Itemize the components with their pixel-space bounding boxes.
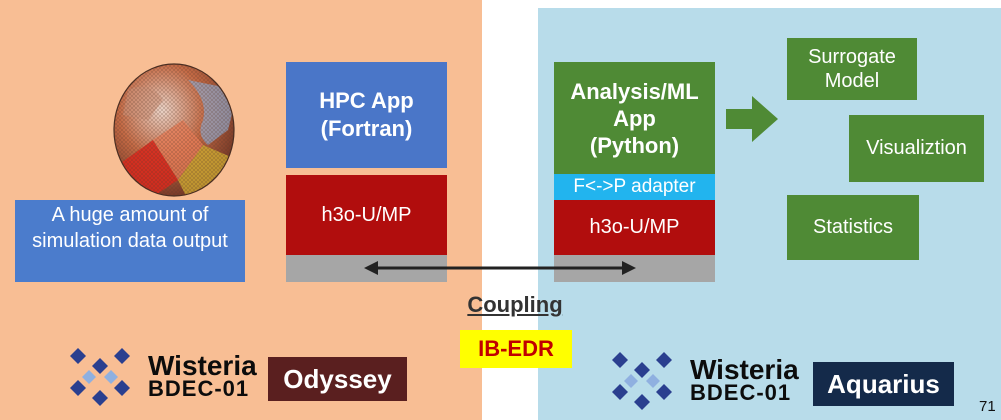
hpc-app-language: (Fortran) bbox=[320, 116, 413, 141]
adapter-box: F<->P adapter bbox=[554, 174, 715, 200]
hpc-middleware-box: h3o-U/MP bbox=[286, 175, 447, 255]
odyssey-label: Odyssey bbox=[283, 363, 392, 394]
analysis-middleware-box: h3o-U/MP bbox=[554, 200, 715, 255]
analysis-app-box: Analysis/ML App (Python) bbox=[554, 62, 715, 174]
wisteria-logo-icon bbox=[612, 352, 672, 410]
analysis-app-subtitle: App bbox=[613, 105, 656, 131]
wisteria-wordmark: Wisteria BDEC-01 bbox=[148, 350, 257, 401]
surrogate-model-line1: Surrogate bbox=[808, 46, 896, 68]
visualization-box: Visualiztion bbox=[849, 115, 984, 182]
odyssey-branding: Wisteria BDEC-01 bbox=[70, 346, 257, 408]
statistics-box: Statistics bbox=[787, 195, 919, 260]
hpc-middleware-label: h3o-U/MP bbox=[321, 203, 412, 226]
adapter-label: F<->P adapter bbox=[573, 176, 696, 197]
visualization-label: Visualiztion bbox=[866, 137, 967, 159]
wisteria-logo-icon bbox=[70, 348, 130, 406]
brand-model: BDEC-01 bbox=[690, 380, 792, 405]
surrogate-model-line2: Model bbox=[824, 70, 880, 92]
simulation-output-label: A huge amount of simulation data output bbox=[15, 200, 245, 282]
aquarius-tag: Aquarius bbox=[813, 362, 954, 406]
wisteria-wordmark: Wisteria BDEC-01 bbox=[690, 354, 799, 405]
coupling-arrow-icon bbox=[364, 261, 636, 275]
hpc-app-title: HPC App bbox=[319, 88, 414, 113]
analysis-app-title: Analysis/ML bbox=[570, 78, 699, 104]
hpc-app-box: HPC App (Fortran) bbox=[286, 62, 447, 168]
globe-icon bbox=[113, 63, 235, 197]
brand-name: Wisteria bbox=[690, 354, 799, 385]
coupling-label: Coupling bbox=[467, 292, 563, 317]
flow-arrow-icon bbox=[726, 96, 778, 142]
aquarius-branding: Wisteria BDEC-01 bbox=[612, 350, 799, 412]
network-badge: IB-EDR bbox=[460, 330, 572, 368]
page-number: 71 bbox=[979, 398, 996, 415]
statistics-label: Statistics bbox=[812, 216, 894, 238]
brand-model: BDEC-01 bbox=[148, 376, 250, 401]
network-label: IB-EDR bbox=[478, 336, 554, 361]
aquarius-label: Aquarius bbox=[827, 368, 940, 399]
odyssey-tag: Odyssey bbox=[268, 357, 407, 401]
brand-name: Wisteria bbox=[148, 350, 257, 381]
analysis-middleware-label: h3o-U/MP bbox=[589, 216, 680, 238]
surrogate-model-box: Surrogate Model bbox=[787, 38, 917, 100]
analysis-app-language: (Python) bbox=[589, 132, 680, 158]
